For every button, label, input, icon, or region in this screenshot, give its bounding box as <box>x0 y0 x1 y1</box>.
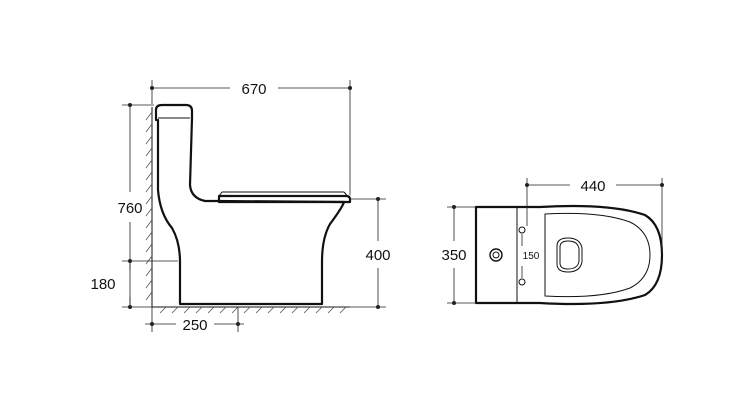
width-670-label: 670 <box>241 81 266 98</box>
top-outline <box>474 204 664 306</box>
floor-hatch <box>152 306 350 314</box>
dim-440: 440 <box>525 178 664 255</box>
dim-400: 400 <box>330 197 391 309</box>
dim-760: 760 <box>117 103 154 309</box>
width-350-label: 350 <box>441 247 466 264</box>
bolt-hole-bottom <box>518 278 526 286</box>
flush-button-icon <box>489 248 503 262</box>
side-view: 670 760 180 400 <box>90 80 391 334</box>
seat-lid <box>217 194 352 204</box>
bolt-hole-top <box>518 226 526 234</box>
seat-height-400-label: 400 <box>365 247 390 264</box>
wall-hatch <box>145 107 153 307</box>
bowl-outline <box>156 118 346 306</box>
wall-distance-250-label: 250 <box>182 317 207 334</box>
dim-670: 670 <box>150 80 352 195</box>
dim-150: 150 <box>521 234 540 278</box>
bolt-spacing-150-label: 150 <box>523 251 540 262</box>
dim-180: 180 <box>90 259 178 308</box>
rough-in-180-label: 180 <box>90 276 115 293</box>
dim-350: 350 <box>441 205 476 305</box>
seat-rim <box>544 212 651 298</box>
tank-outline <box>154 103 220 203</box>
length-440-label: 440 <box>580 178 605 195</box>
dim-250: 250 <box>145 307 244 334</box>
height-760-label: 760 <box>117 200 142 217</box>
bowl-opening <box>556 237 583 273</box>
top-view: 150 440 350 <box>441 178 664 306</box>
